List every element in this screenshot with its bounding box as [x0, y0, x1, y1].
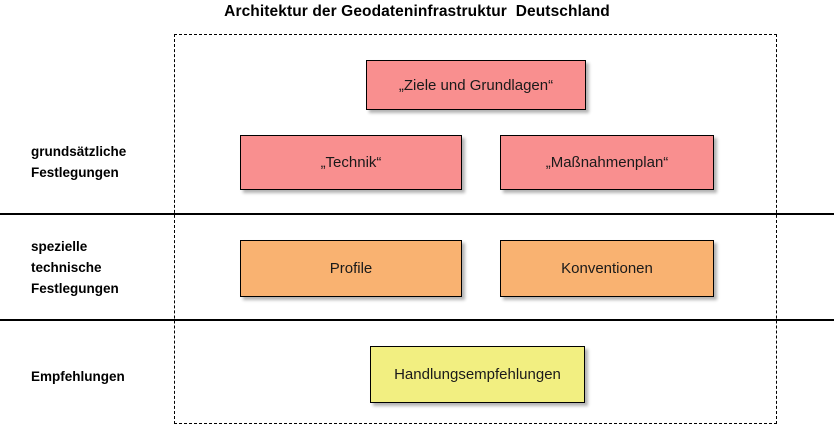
level-label-empfehlungen: Empfehlungen — [31, 369, 125, 384]
level-label-spezielle-technische-festlegungen: spezielle technische Festlegungen — [31, 239, 119, 296]
box-konventionen[interactable]: Konventionen — [500, 240, 714, 297]
level-separator-upper — [0, 213, 834, 215]
box-handlungsempfehlungen[interactable]: Handlungsempfehlungen — [370, 346, 585, 403]
box-technik[interactable]: „Technik“ — [240, 135, 462, 190]
level-separator-lower — [0, 319, 834, 321]
dashed-boundary-frame — [174, 34, 777, 424]
level-label-grundsaetzliche-festlegungen: grundsätzliche Festlegungen — [31, 144, 127, 180]
box-massnahmenplan[interactable]: „Maßnahmenplan“ — [500, 135, 714, 190]
box-profile[interactable]: Profile — [240, 240, 462, 297]
box-ziele-und-grundlagen[interactable]: „Ziele und Grundlagen“ — [366, 60, 586, 110]
page-title: Architektur der Geodateninfrastruktur De… — [224, 3, 610, 20]
